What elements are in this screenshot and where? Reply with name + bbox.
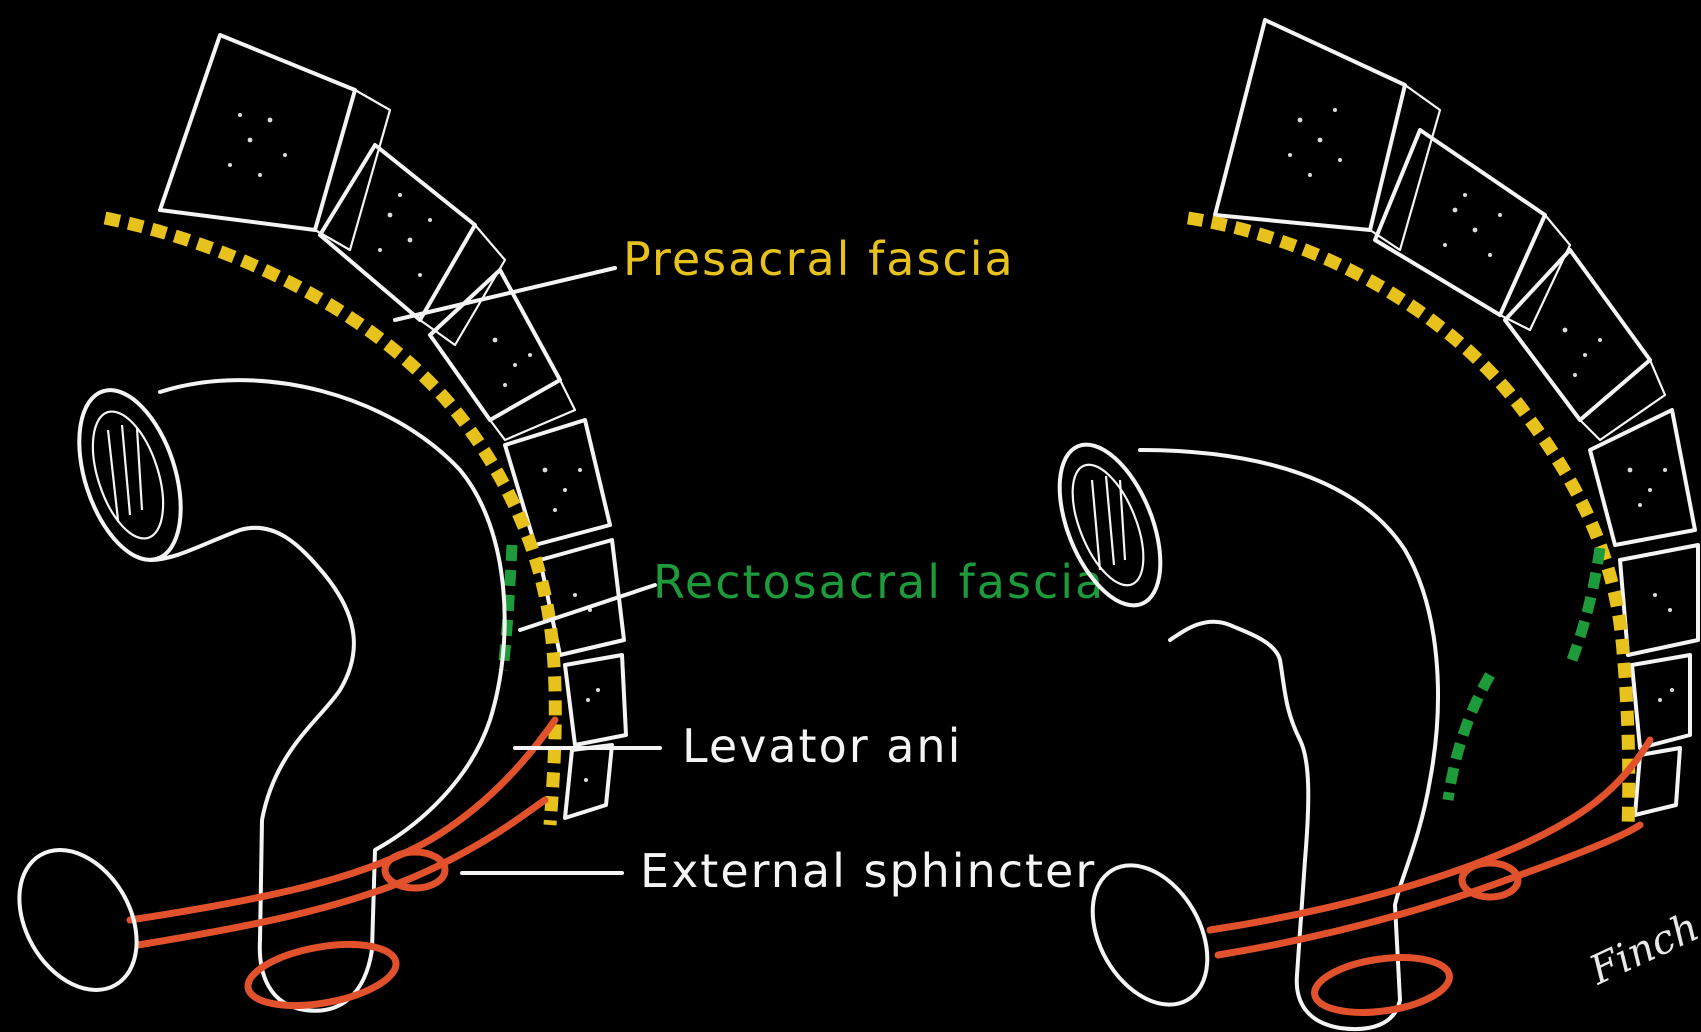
left-panel xyxy=(0,35,660,1016)
label-levator-ani: Levator ani xyxy=(682,719,962,773)
right-panel xyxy=(1039,20,1698,1029)
left-muscles xyxy=(130,720,555,1016)
label-rectosacral-fascia: Rectosacral fascia xyxy=(653,555,1105,609)
label-external-sphincter: External sphincter xyxy=(640,844,1096,898)
artist-signature: Finch xyxy=(1582,904,1701,994)
label-presacral-fascia: Presacral fascia xyxy=(623,232,1015,286)
right-rectosacral-fascia-lower xyxy=(1448,675,1490,800)
right-presacral-fascia xyxy=(1188,218,1629,830)
right-rectosacral-fascia-upper xyxy=(1572,548,1600,660)
svg-text:Finch: Finch xyxy=(1582,904,1701,994)
